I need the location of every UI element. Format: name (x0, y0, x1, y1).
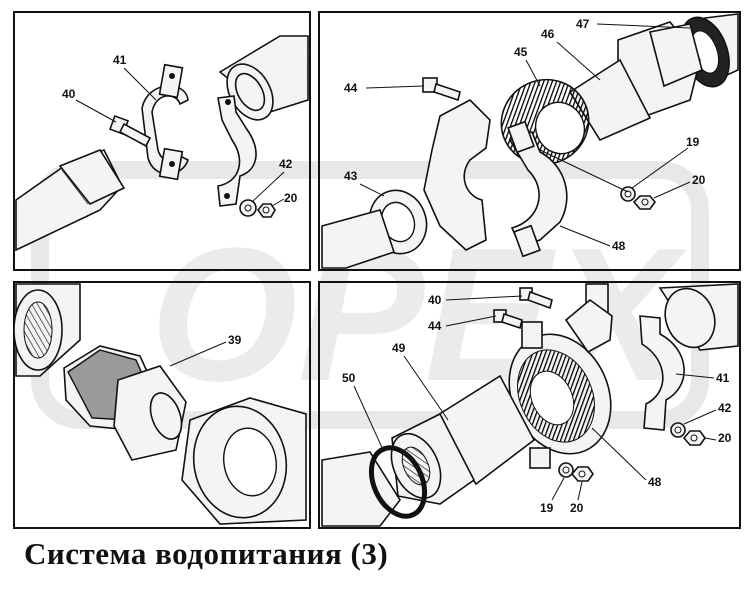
bolt-44 (422, 77, 461, 102)
top-left-drawing: 41 40 42 20 (15, 35, 309, 252)
clamp-half-41-bottom (639, 315, 685, 431)
panel-top-left (13, 11, 311, 271)
label-20-bottom: 20 (570, 501, 584, 515)
pipe-socket (13, 283, 81, 377)
label-42: 42 (279, 157, 293, 171)
label-20-top-right: 20 (692, 173, 706, 187)
clamp-half-48 (507, 120, 568, 258)
clamp-half-right (217, 95, 257, 207)
label-40-bottom: 40 (428, 293, 442, 307)
label-39: 39 (228, 333, 242, 347)
label-50: 50 (342, 371, 356, 385)
label-45: 45 (514, 45, 528, 59)
bottom-right-drawing: 40 44 49 41 50 42 20 48 19 20 (321, 283, 739, 527)
label-41-bottom: 41 (716, 371, 730, 385)
label-44-bottom: 44 (428, 319, 442, 333)
label-44: 44 (344, 81, 358, 95)
body-fitting-49 (390, 374, 536, 505)
panel-top-right (318, 11, 741, 271)
bolt-40-bottom (519, 287, 553, 310)
pipe-lower (15, 149, 126, 252)
label-41: 41 (113, 53, 127, 67)
label-48: 48 (612, 239, 626, 253)
diagram-caption: Система водопитания (3) (24, 536, 389, 571)
bulkhead-sheet (423, 99, 491, 251)
label-20: 20 (284, 191, 298, 205)
clamp-half-41 (141, 63, 189, 181)
panel-bottom-left (13, 281, 311, 529)
label-42-bottom: 42 (718, 401, 732, 415)
ring-assembly-48 (508, 283, 612, 469)
bolt-40 (109, 115, 152, 148)
label-19: 19 (686, 135, 700, 149)
bottom-left-drawing: 39 (13, 283, 307, 525)
fitting-46 (568, 21, 703, 142)
pipe-end (181, 397, 307, 525)
label-40: 40 (62, 87, 76, 101)
top-right-drawing: 47 46 45 44 19 20 43 48 (321, 13, 739, 269)
label-46: 46 (541, 27, 555, 41)
label-19-bottom: 19 (540, 501, 554, 515)
label-49: 49 (392, 341, 406, 355)
label-48-bottom: 48 (648, 475, 662, 489)
label-43: 43 (344, 169, 358, 183)
panel-bottom-right (318, 281, 741, 529)
label-47: 47 (576, 17, 590, 31)
union-fitting-39 (63, 345, 187, 461)
label-20-bottom-right: 20 (718, 431, 732, 445)
